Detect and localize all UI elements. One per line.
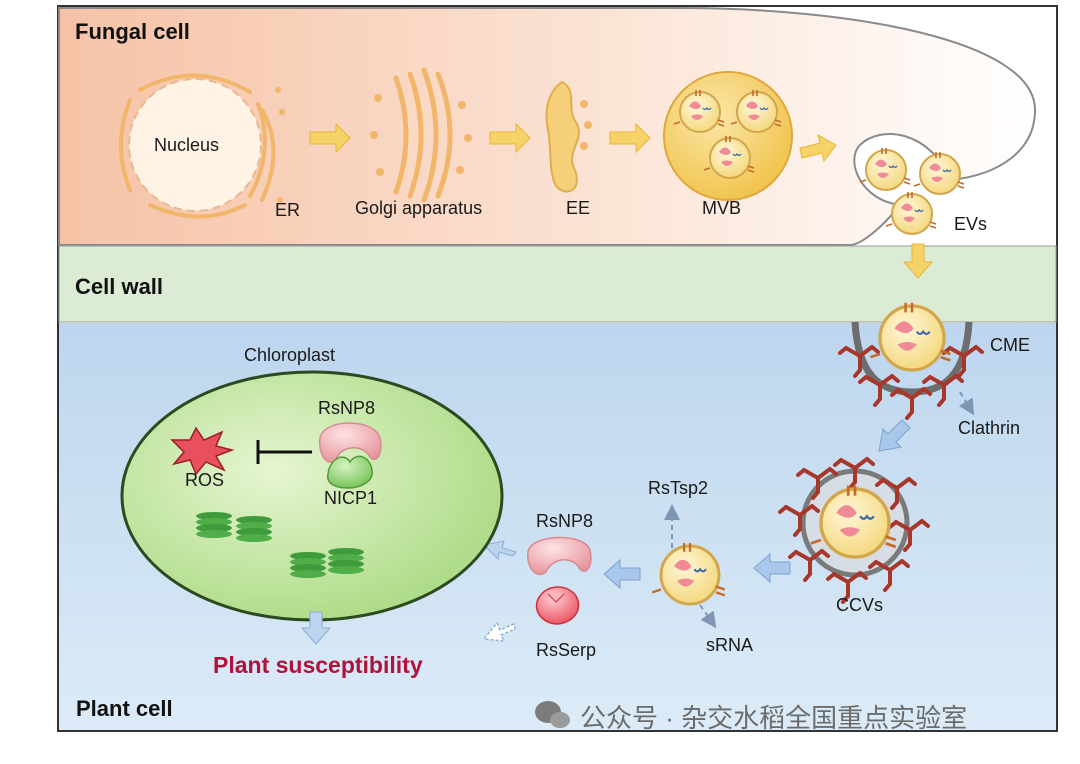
figure-frame — [57, 5, 1058, 732]
clathrin-coated-vesicle — [778, 457, 930, 604]
rsserp-protein — [535, 586, 580, 625]
flow-arrow-7 — [753, 552, 791, 584]
golgi-label: Golgi apparatus — [355, 198, 482, 218]
rsnp8-chloroplast-label: RsNP8 — [318, 398, 375, 418]
rstsp2-label: RsTsp2 — [648, 478, 708, 498]
cell-wall-region: Cell wall — [58, 245, 1057, 323]
flow-arrow-10 — [482, 621, 516, 642]
ccvs-label: CCVs — [836, 595, 883, 615]
clathrin-label: Clathrin — [958, 418, 1020, 438]
multivesicular-body — [663, 71, 793, 201]
chloroplast — [120, 370, 504, 622]
watermark: 公众号 · 杂交水稻全国重点实验室 — [535, 701, 967, 733]
srna-label: sRNA — [706, 635, 753, 655]
rsnp8-free-label: RsNP8 — [536, 511, 593, 531]
nicp1-label: NICP1 — [324, 488, 377, 508]
flow-arrow-6 — [878, 419, 911, 452]
flow-arrow-9 — [482, 540, 517, 561]
early-endosome — [545, 80, 592, 193]
golgi-apparatus — [370, 67, 472, 203]
cme-label: CME — [990, 335, 1030, 355]
cme-invagination — [838, 301, 984, 420]
mvb-label: MVB — [702, 198, 741, 218]
flow-arrow-5 — [902, 243, 934, 279]
flow-arrow-8 — [603, 558, 641, 590]
er-label: ER — [275, 200, 300, 220]
flow-arrow-4 — [799, 134, 837, 163]
ee-label: EE — [566, 198, 590, 218]
evs-label: EVs — [954, 214, 987, 234]
fungal-cell-title: Fungal cell — [75, 19, 190, 44]
ros-burst-icon — [170, 426, 235, 476]
er-membranes — [119, 73, 285, 219]
wechat-icon — [535, 701, 570, 728]
flow-arrow-2 — [489, 122, 531, 154]
clathrin-pointer — [958, 391, 975, 416]
nucleus-label: Nucleus — [154, 135, 219, 155]
rsnp8-protein-free — [527, 536, 592, 575]
flow-arrow-11 — [300, 611, 332, 645]
watermark-text: 公众号 · 杂交水稻全国重点实验室 — [580, 703, 967, 733]
plant-susceptibility-label: Plant susceptibility — [213, 652, 423, 678]
cell-wall-title: Cell wall — [75, 274, 163, 299]
chloroplast-label: Chloroplast — [244, 345, 335, 365]
nucleus: Nucleus — [128, 78, 262, 212]
rsnp8-protein-bound — [318, 422, 382, 463]
flow-arrow-3 — [609, 122, 651, 154]
ros-label: ROS — [185, 470, 224, 490]
rsserp-label: RsSerp — [536, 640, 596, 660]
nicp1-protein — [327, 455, 373, 489]
inhibition-symbol — [256, 440, 312, 464]
flow-arrow-1 — [309, 122, 351, 154]
srna-pointer — [699, 604, 717, 629]
plant-cell-title: Plant cell — [76, 696, 173, 721]
